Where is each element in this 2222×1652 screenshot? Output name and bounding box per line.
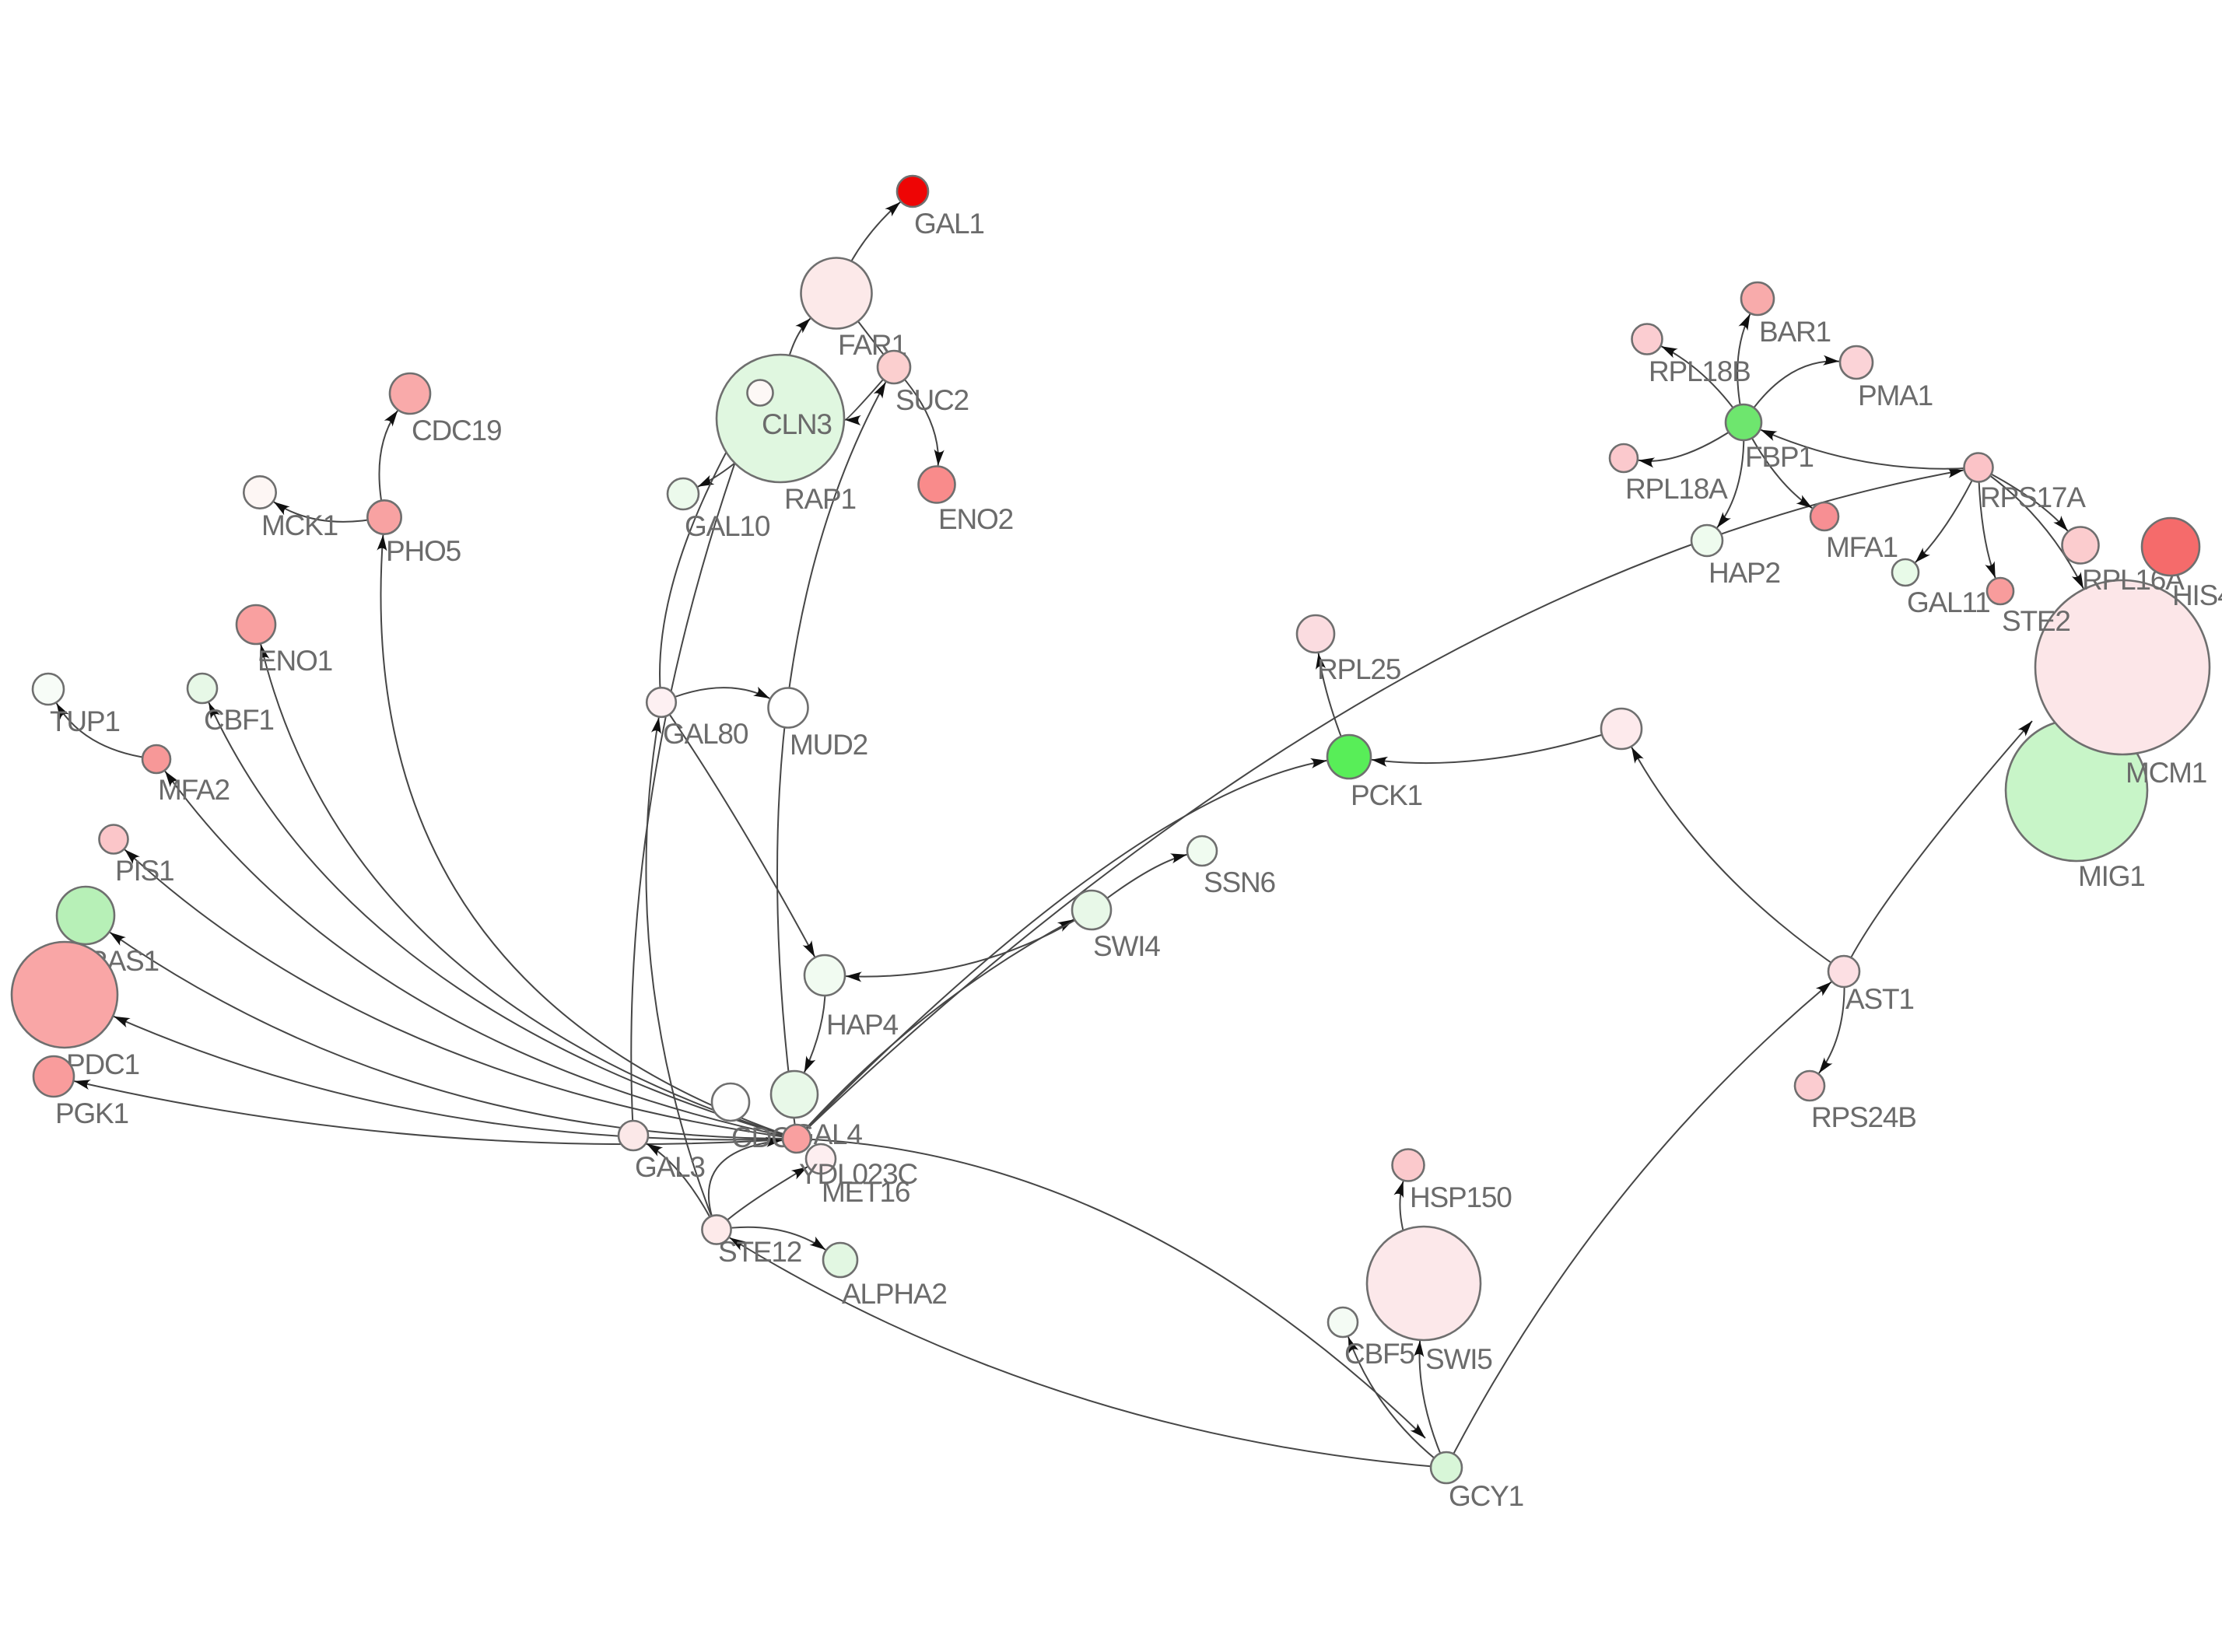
svg-text:CDC19: CDC19: [412, 415, 501, 446]
svg-text:SSN6: SSN6: [1204, 866, 1275, 898]
svg-text:MFA1: MFA1: [1826, 531, 1898, 563]
svg-text:MUD2: MUD2: [790, 729, 867, 761]
svg-text:MIG1: MIG1: [2078, 860, 2145, 892]
svg-text:GAL80: GAL80: [663, 718, 748, 750]
svg-text:RPL18B: RPL18B: [1649, 355, 1751, 387]
svg-text:HIS4: HIS4: [2172, 579, 2222, 611]
svg-text:PDC1: PDC1: [66, 1048, 139, 1080]
svg-text:PCK1: PCK1: [1351, 779, 1422, 811]
svg-text:PMA1: PMA1: [1858, 380, 1933, 411]
svg-text:RPS17A: RPS17A: [1980, 481, 2086, 513]
svg-text:SWI4: SWI4: [1093, 930, 1160, 962]
svg-text:TUP1: TUP1: [50, 705, 120, 737]
svg-text:GCY1: GCY1: [1449, 1480, 1523, 1512]
svg-text:SWI5: SWI5: [1425, 1343, 1492, 1375]
svg-text:GAL3: GAL3: [635, 1151, 705, 1183]
svg-text:HSP150: HSP150: [1410, 1181, 1512, 1213]
svg-text:STE12: STE12: [718, 1236, 801, 1268]
svg-text:MCK1: MCK1: [261, 509, 338, 541]
svg-text:ALPHA2: ALPHA2: [842, 1278, 947, 1310]
svg-text:MFA2: MFA2: [158, 774, 230, 806]
svg-text:RPS24B: RPS24B: [1811, 1101, 1916, 1133]
svg-text:GAL1: GAL1: [914, 208, 984, 240]
svg-text:ENO1: ENO1: [258, 645, 332, 677]
svg-text:FBP1: FBP1: [1745, 441, 1814, 473]
svg-text:PIS1: PIS1: [115, 855, 173, 887]
svg-text:HAP4: HAP4: [826, 1009, 898, 1041]
svg-text:RPL18A: RPL18A: [1625, 473, 1728, 505]
svg-text:GAL10: GAL10: [685, 510, 770, 542]
svg-text:PGK1: PGK1: [55, 1097, 128, 1129]
svg-text:AST1: AST1: [1845, 983, 1914, 1015]
svg-text:CBF1: CBF1: [204, 704, 274, 736]
svg-text:GAL11: GAL11: [1907, 586, 1989, 618]
svg-text:CBF5: CBF5: [1344, 1338, 1414, 1370]
svg-text:HAP2: HAP2: [1709, 557, 1780, 589]
svg-text:RAP1: RAP1: [784, 483, 856, 515]
svg-text:YDL023C: YDL023C: [799, 1158, 918, 1190]
svg-text:STE2: STE2: [2002, 605, 2070, 637]
svg-text:RPL25: RPL25: [1317, 653, 1401, 685]
svg-text:ENO2: ENO2: [938, 503, 1013, 535]
svg-text:CLN3: CLN3: [762, 408, 832, 440]
svg-text:BAR1: BAR1: [1759, 316, 1831, 348]
svg-text:MET16: MET16: [822, 1176, 909, 1208]
svg-text:PHO5: PHO5: [386, 535, 461, 567]
svg-text:SUC2: SUC2: [895, 384, 969, 416]
svg-text:MCM1: MCM1: [2126, 757, 2206, 789]
